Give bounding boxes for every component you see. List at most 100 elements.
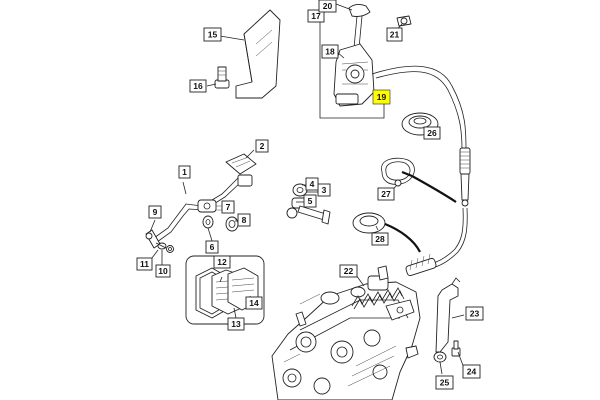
screw-21 — [396, 15, 412, 27]
callout-number: 27 — [381, 189, 391, 199]
callout-number: 3 — [322, 185, 327, 195]
callout-box — [255, 139, 269, 153]
callout-box — [465, 306, 484, 321]
callout-box — [221, 200, 235, 214]
callout-24: 24 — [462, 364, 481, 379]
callout-box — [237, 213, 251, 227]
callout-number: 16 — [193, 81, 203, 91]
callout-box — [423, 126, 441, 140]
callout-23: 23 — [465, 306, 484, 321]
callout-box — [189, 79, 207, 93]
callout-box — [321, 44, 339, 59]
cable-clip-27 — [381, 157, 415, 187]
callout-number: 10 — [158, 266, 168, 276]
callout-number: 17 — [311, 11, 321, 21]
callout-9: 9 — [148, 205, 162, 219]
callout-14: 14 — [245, 296, 263, 310]
callout-13: 13 — [227, 317, 245, 331]
callout-10: 10 — [155, 264, 171, 278]
callout-number: 5 — [308, 196, 313, 206]
callout-number: 21 — [390, 30, 400, 40]
linkage-rod-1 — [153, 174, 253, 243]
callout-number: 7 — [226, 202, 231, 212]
callout-11: 11 — [136, 257, 153, 271]
callout-5: 5 — [303, 194, 317, 208]
fastener-set — [286, 183, 331, 225]
nut-10 — [166, 245, 174, 253]
callout-25: 25 — [435, 375, 454, 390]
callout-7: 7 — [221, 200, 235, 214]
callout-2: 2 — [255, 139, 269, 153]
lever-knob — [348, 3, 371, 49]
return-spring-22 — [351, 287, 405, 310]
callout-20: 20 — [318, 0, 337, 13]
throttle-cable — [371, 65, 471, 277]
pump-bracket-23 — [435, 277, 461, 353]
callout-box — [318, 0, 337, 13]
callout-number: 11 — [140, 259, 149, 269]
callout-6: 6 — [205, 240, 219, 254]
callout-box — [148, 205, 162, 219]
callout-number: 18 — [325, 47, 335, 57]
callout-4: 4 — [305, 177, 319, 191]
callout-number: 20 — [323, 1, 333, 11]
bolt-16 — [214, 66, 230, 89]
callout-box — [203, 27, 222, 42]
callout-number: 9 — [153, 207, 158, 217]
callout-27: 27 — [377, 187, 395, 201]
callout-number: 14 — [249, 298, 259, 308]
callout-19: 19 — [372, 89, 391, 105]
callout-box — [339, 264, 358, 278]
callout-26: 26 — [423, 126, 441, 140]
callout-box — [205, 240, 219, 254]
callout-17: 17 — [307, 9, 325, 23]
callout-box — [136, 257, 153, 271]
callout-box — [377, 187, 395, 201]
callout-number: 25 — [440, 378, 450, 388]
callout-box — [303, 194, 317, 208]
callout-number: 13 — [231, 319, 241, 329]
callout-number: 15 — [208, 30, 218, 40]
callout-22: 22 — [339, 264, 358, 278]
callout-1: 1 — [178, 165, 191, 179]
callout-number: 24 — [467, 367, 477, 377]
callout-number: 8 — [242, 215, 247, 225]
callout-18: 18 — [321, 44, 339, 59]
callout-21: 21 — [386, 27, 403, 42]
callout-number: 26 — [427, 128, 437, 138]
injection-pump — [271, 265, 421, 400]
callout-box — [386, 27, 403, 42]
callout-16: 16 — [189, 79, 207, 93]
callout-box — [372, 89, 391, 105]
callout-number: 1 — [182, 167, 187, 177]
washer-6 — [202, 215, 214, 229]
grommet-28 — [352, 212, 386, 234]
callout-box — [435, 375, 454, 390]
callout-number: 2 — [260, 141, 265, 151]
callout-3: 3 — [317, 183, 331, 197]
callout-12: 12 — [213, 255, 231, 269]
washer-25 — [433, 351, 447, 363]
callout-number: 4 — [310, 179, 315, 189]
callout-box — [178, 165, 191, 179]
callout-box — [155, 264, 171, 278]
callout-number: 19 — [377, 92, 387, 102]
callout-box — [462, 364, 481, 379]
callout-number: 23 — [470, 309, 480, 319]
callout-number: 28 — [375, 234, 385, 244]
callout-number: 6 — [210, 242, 215, 252]
mounting-bracket — [235, 9, 281, 99]
cover-plate-2 — [225, 153, 257, 175]
callout-box — [245, 296, 263, 310]
callout-box — [227, 317, 245, 331]
callout-box — [305, 177, 319, 191]
callout-number: 22 — [344, 266, 354, 276]
lever-assembly-frame — [319, 22, 385, 119]
screw-11 — [155, 242, 167, 250]
callout-28: 28 — [371, 232, 389, 246]
callout-8: 8 — [237, 213, 251, 227]
callout-15: 15 — [203, 27, 222, 42]
lever-housing — [333, 43, 375, 107]
callout-box — [307, 9, 325, 23]
